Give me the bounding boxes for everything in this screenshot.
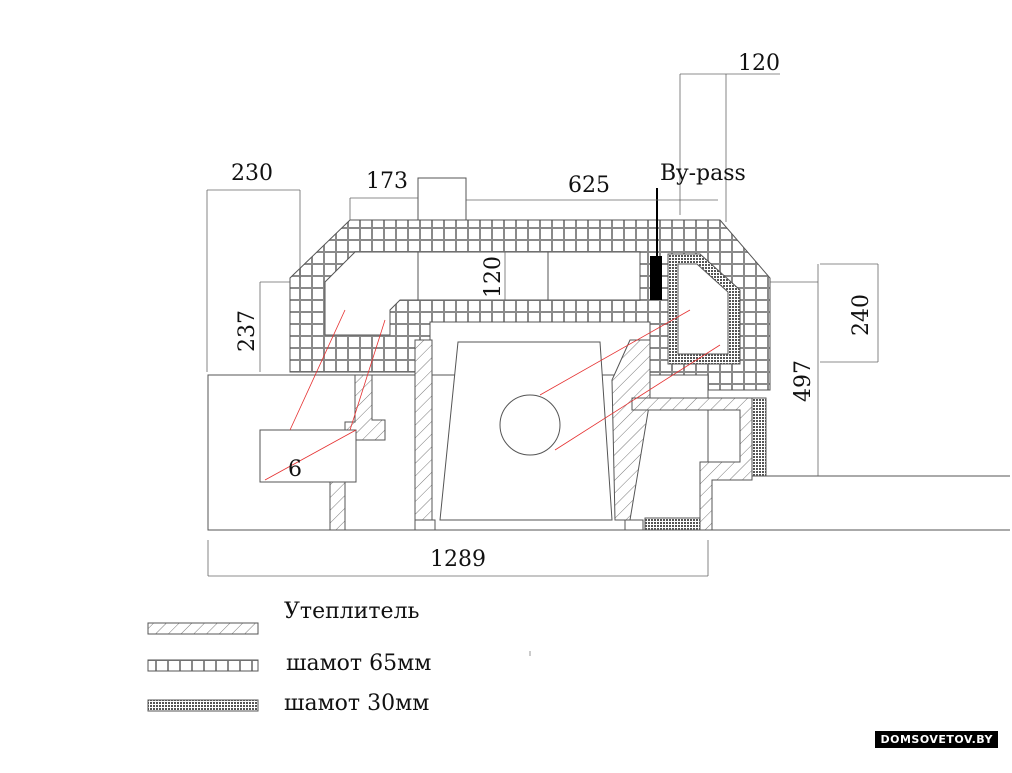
chimney-collar	[417, 177, 467, 221]
legend: Утеплитель шамот 65мм шамот 30мм	[147, 599, 431, 716]
upper-chamber	[324, 251, 641, 336]
legend-label-insulation: Утеплитель	[284, 599, 420, 624]
dim-230: 230	[231, 161, 273, 186]
dim-120-inner: 120	[481, 256, 506, 298]
dim-240: 240	[849, 294, 874, 336]
fine-brick-ring	[667, 253, 741, 365]
stove-body	[207, 177, 1010, 531]
watermark: DOMSOVETOV.BY	[875, 731, 998, 748]
dim-1289: 1289	[430, 547, 486, 572]
insulation-firebox-left	[414, 339, 433, 521]
dim-173: 173	[366, 169, 408, 194]
fine-brick-strip	[751, 397, 767, 477]
legend-swatch-brick65	[147, 659, 259, 672]
round-flue	[499, 394, 561, 456]
legend-swatch-brick30	[147, 699, 259, 712]
legend-label-brick65: шамот 65мм	[286, 651, 431, 676]
dim-625: 625	[568, 173, 610, 198]
dim-120-top: 120	[738, 51, 780, 76]
insulation-step	[344, 374, 386, 441]
flow-lines	[264, 309, 721, 481]
label-6: 6	[288, 457, 302, 482]
bypass-damper	[650, 256, 662, 300]
dim-237: 237	[235, 310, 260, 352]
legend-swatch-insulation	[147, 622, 259, 635]
legend-label-brick30: шамот 30мм	[284, 691, 429, 716]
fine-brick-floor	[644, 517, 701, 531]
dim-497: 497	[791, 360, 816, 402]
dimension-lines	[206, 73, 879, 577]
bypass-label: By-pass	[660, 161, 746, 186]
